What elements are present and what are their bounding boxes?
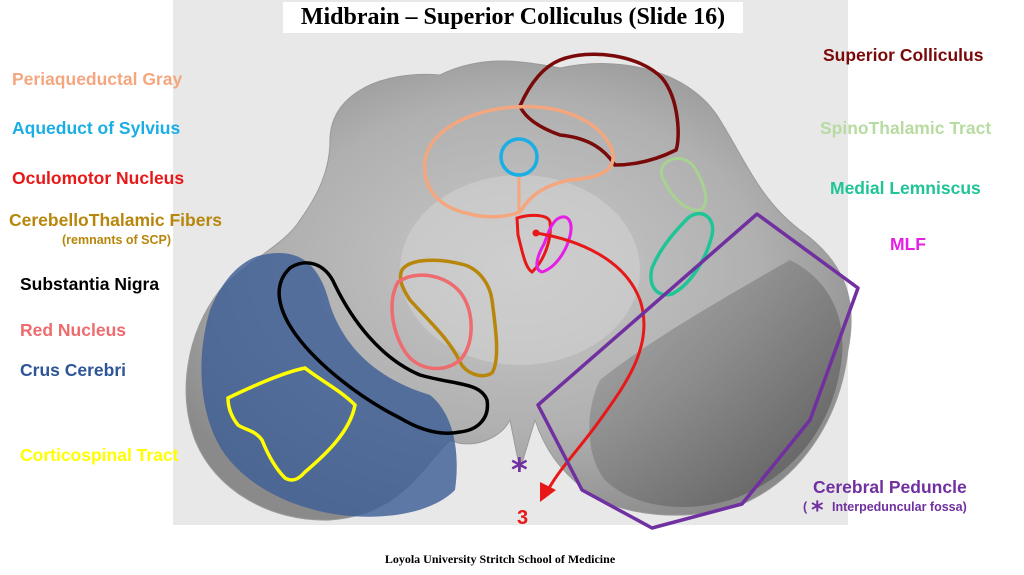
label-medial-lemniscus: Medial Lemniscus [830,178,981,198]
page-title: Midbrain – Superior Colliculus (Slide 16… [283,2,743,33]
label-corticospinal-tract: Corticospinal Tract [20,445,179,465]
label-cerebellothalamic-sub: (remnants of SCP) [62,233,172,247]
cerebral-peduncle-outline [536,212,860,530]
label-red-nucleus: Red Nucleus [20,320,126,340]
label-mlf: MLF [890,234,926,254]
label-cerebral-peduncle: Cerebral Peduncle [813,477,967,497]
label-oculomotor-nucleus: Oculomotor Nucleus [12,168,185,188]
red-nucleus-outline [390,273,473,371]
footer-credit: Loyola University Stritch School of Medi… [384,552,616,566]
label-interpeduncular-open: ( [803,500,808,514]
label-spinothalamic-tract: SpinoThalamic Tract [820,118,992,138]
label-substantia-nigra: Substantia Nigra [20,274,160,294]
cn3-fiber-path [535,231,646,491]
label-cn3-number: 3 [517,507,529,529]
corticospinal-tract-outline [226,366,357,482]
superior-colliculus-outline [518,52,680,167]
label-interpeduncular-fossa: Interpeduncular fossa) [832,500,967,514]
substantia-nigra-outline [277,261,490,435]
label-superior-colliculus: Superior Colliculus [823,45,984,65]
cn3-arrowhead [540,482,556,502]
label-periaqueductal-gray: Periaqueductal Gray [12,69,183,89]
oculomotor-nucleus-outline [515,213,552,274]
label-aqueduct-of-sylvius: Aqueduct of Sylvius [12,118,181,138]
spinothalamic-tract-outline [659,157,708,212]
fossa-star-icon: * [511,451,528,489]
label-crus-cerebri: Crus Cerebri [20,360,127,380]
aqueduct-of-sylvius-outline [499,137,539,177]
periaqueductal-gray-outline [422,104,615,219]
interpeduncular-star-icon: * [811,496,824,524]
label-cerebellothalamic-fibers: CerebelloThalamic Fibers [9,210,222,230]
cerebellothalamic-fibers-outline [398,258,499,378]
medial-lemniscus-outline [649,212,715,297]
